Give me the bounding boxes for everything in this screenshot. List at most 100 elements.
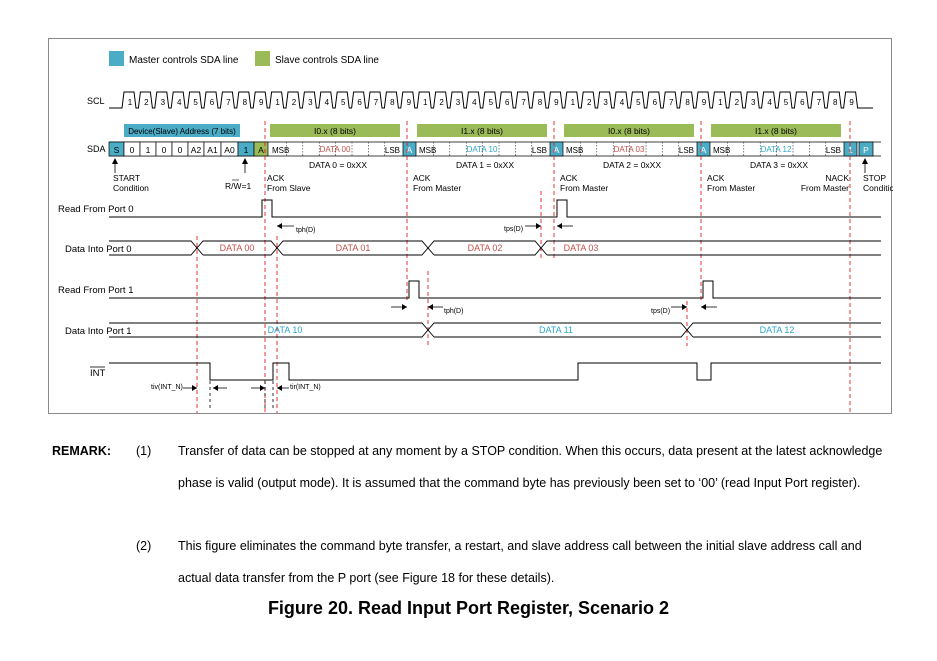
scl-waveform [109,91,873,109]
red-reference-lines [196,121,851,413]
sda-byte-data: DATA 10 [467,145,498,154]
sda-label: SDA [87,144,106,154]
sda-ack-cell [696,141,711,157]
ack-master3-line1: ACK [707,173,725,183]
scl-pulse-number: 6 [505,98,510,107]
scl-pulse-number: 8 [243,98,248,107]
data-port0-waveform [109,240,881,256]
sda-address-bit: S [114,145,120,155]
lsb-label: LSB [679,146,694,155]
scl-pulse-number: 7 [669,98,674,107]
msb-label: MSB [272,146,289,155]
address-header-box [124,124,240,137]
tir-label: tir(INT_N) [290,384,321,391]
int-black-dashes [209,381,274,409]
scl-pulse-number: 9 [259,98,264,107]
scl-pulse-number: 4 [472,98,477,107]
legend-slave-label: Slave controls SDA line [275,55,379,66]
scl-pulse-number: 1 [718,98,723,107]
msb-label: MSB [419,146,436,155]
port1-data-label: DATA 11 [539,325,573,335]
sda-address-bit: A [258,145,264,155]
tph0-label: tph(D) [296,227,315,234]
ack-master-annotation-2: ACK From Master [560,173,608,193]
int-waveform [109,362,881,381]
sda-address-bit: A1 [207,145,218,155]
sda-address-bit: 1 [146,145,151,155]
scl-pulse-number: 3 [603,98,608,107]
scl-pulse-number: 1 [571,98,576,107]
sda-byte-data: DATA 12 [761,145,792,154]
sda-address-cell [253,141,269,157]
scl-pulse-number: 9 [849,98,854,107]
sda-address-bit: A2 [191,145,202,155]
scl-pulse-number: 8 [685,98,690,107]
figure-caption: Figure 20. Read Input Port Register, Sce… [267,598,670,618]
ack-master2-line2: From Master [560,183,608,193]
byte-header-box [564,124,694,137]
scl-pulse-number: 6 [653,98,658,107]
scl-pulse-number: 8 [538,98,543,107]
tir-marker: tir(INT_N) [251,384,321,391]
port1-data-label: DATA 12 [760,325,795,335]
read-port1-waveform [109,280,881,299]
ack-master2-line1: ACK [560,173,578,183]
byte-header-label: I1.x (8 bits) [755,126,797,136]
legend-master-swatch [109,51,124,66]
sda-byte-value: DATA 2 = 0xXX [603,160,661,170]
scl-pulse-number: 4 [767,98,772,107]
scl-pulse-number: 7 [226,98,231,107]
sda-ack-cell [549,141,564,157]
sda-byte-value: DATA 0 = 0xXX [309,160,367,170]
start-line2: Condition [113,183,149,193]
scl-pulse-number: 3 [456,98,461,107]
sda-address-bit: 0 [162,145,167,155]
byte-headers: I0.x (8 bits)I1.x (8 bits)I0.x (8 bits)I… [270,124,841,137]
data-port1-waveform [109,322,881,338]
sda-nack-cell [843,141,858,157]
port0-data-label: DATA 00 [220,243,255,253]
port0-data-label: DATA 01 [336,243,371,253]
scl-pulse-number: 7 [374,98,379,107]
scl-pulse-number: 6 [357,98,362,107]
scl-pulse-number: 9 [702,98,707,107]
scl-pulse-number: 2 [735,98,740,107]
byte-header-label: I0.x (8 bits) [608,126,650,136]
ack-master-annotation-3: ACK From Master [707,173,755,193]
sda-byte-value: DATA 3 = 0xXX [750,160,808,170]
legend-master-label: Master controls SDA line [129,55,239,66]
scl-pulse-number: 7 [521,98,526,107]
remark-label: REMARK: [52,444,112,458]
int-label: INT [90,368,106,379]
scl-pulse-number: 5 [193,98,198,107]
ack-master1-line2: From Master [413,183,461,193]
rw-label: R/W=1 [225,181,251,191]
stop-line2: Condition [863,183,893,193]
read-port0-label: Read From Port 0 [58,204,134,215]
scl-pulse-number: 2 [292,98,297,107]
tps1-label: tps(D) [651,308,670,315]
msb-label: MSB [566,146,583,155]
scl-pulse-number: 6 [210,98,215,107]
port0-data-label: DATA 02 [468,243,503,253]
scl-pulse-number: 4 [325,98,330,107]
tps0-marker: tps(D) [504,223,573,233]
remark-2-number: (2) [136,539,152,553]
byte-header-box [270,124,400,137]
ack-slave-annotation: ACK From Slave [267,173,311,193]
stop-annotation: STOP Condition [862,158,893,193]
data-port1-label: Data Into Port 1 [65,326,132,337]
scl-pulse-number: 2 [587,98,592,107]
scl-pulse-number: 9 [407,98,412,107]
byte-header-box [711,124,841,137]
tiv-label: tiv(INT_N) [151,384,183,391]
lsb-label: LSB [826,146,841,155]
remark-2-text: This figure eliminates the command byte … [178,539,862,585]
scl-pulse-number: 6 [800,98,805,107]
byte-header-box [417,124,547,137]
msb-label: MSB [713,146,730,155]
sda-ack-bit: A [701,145,707,155]
tps1-marker: tps(D) [651,304,717,315]
